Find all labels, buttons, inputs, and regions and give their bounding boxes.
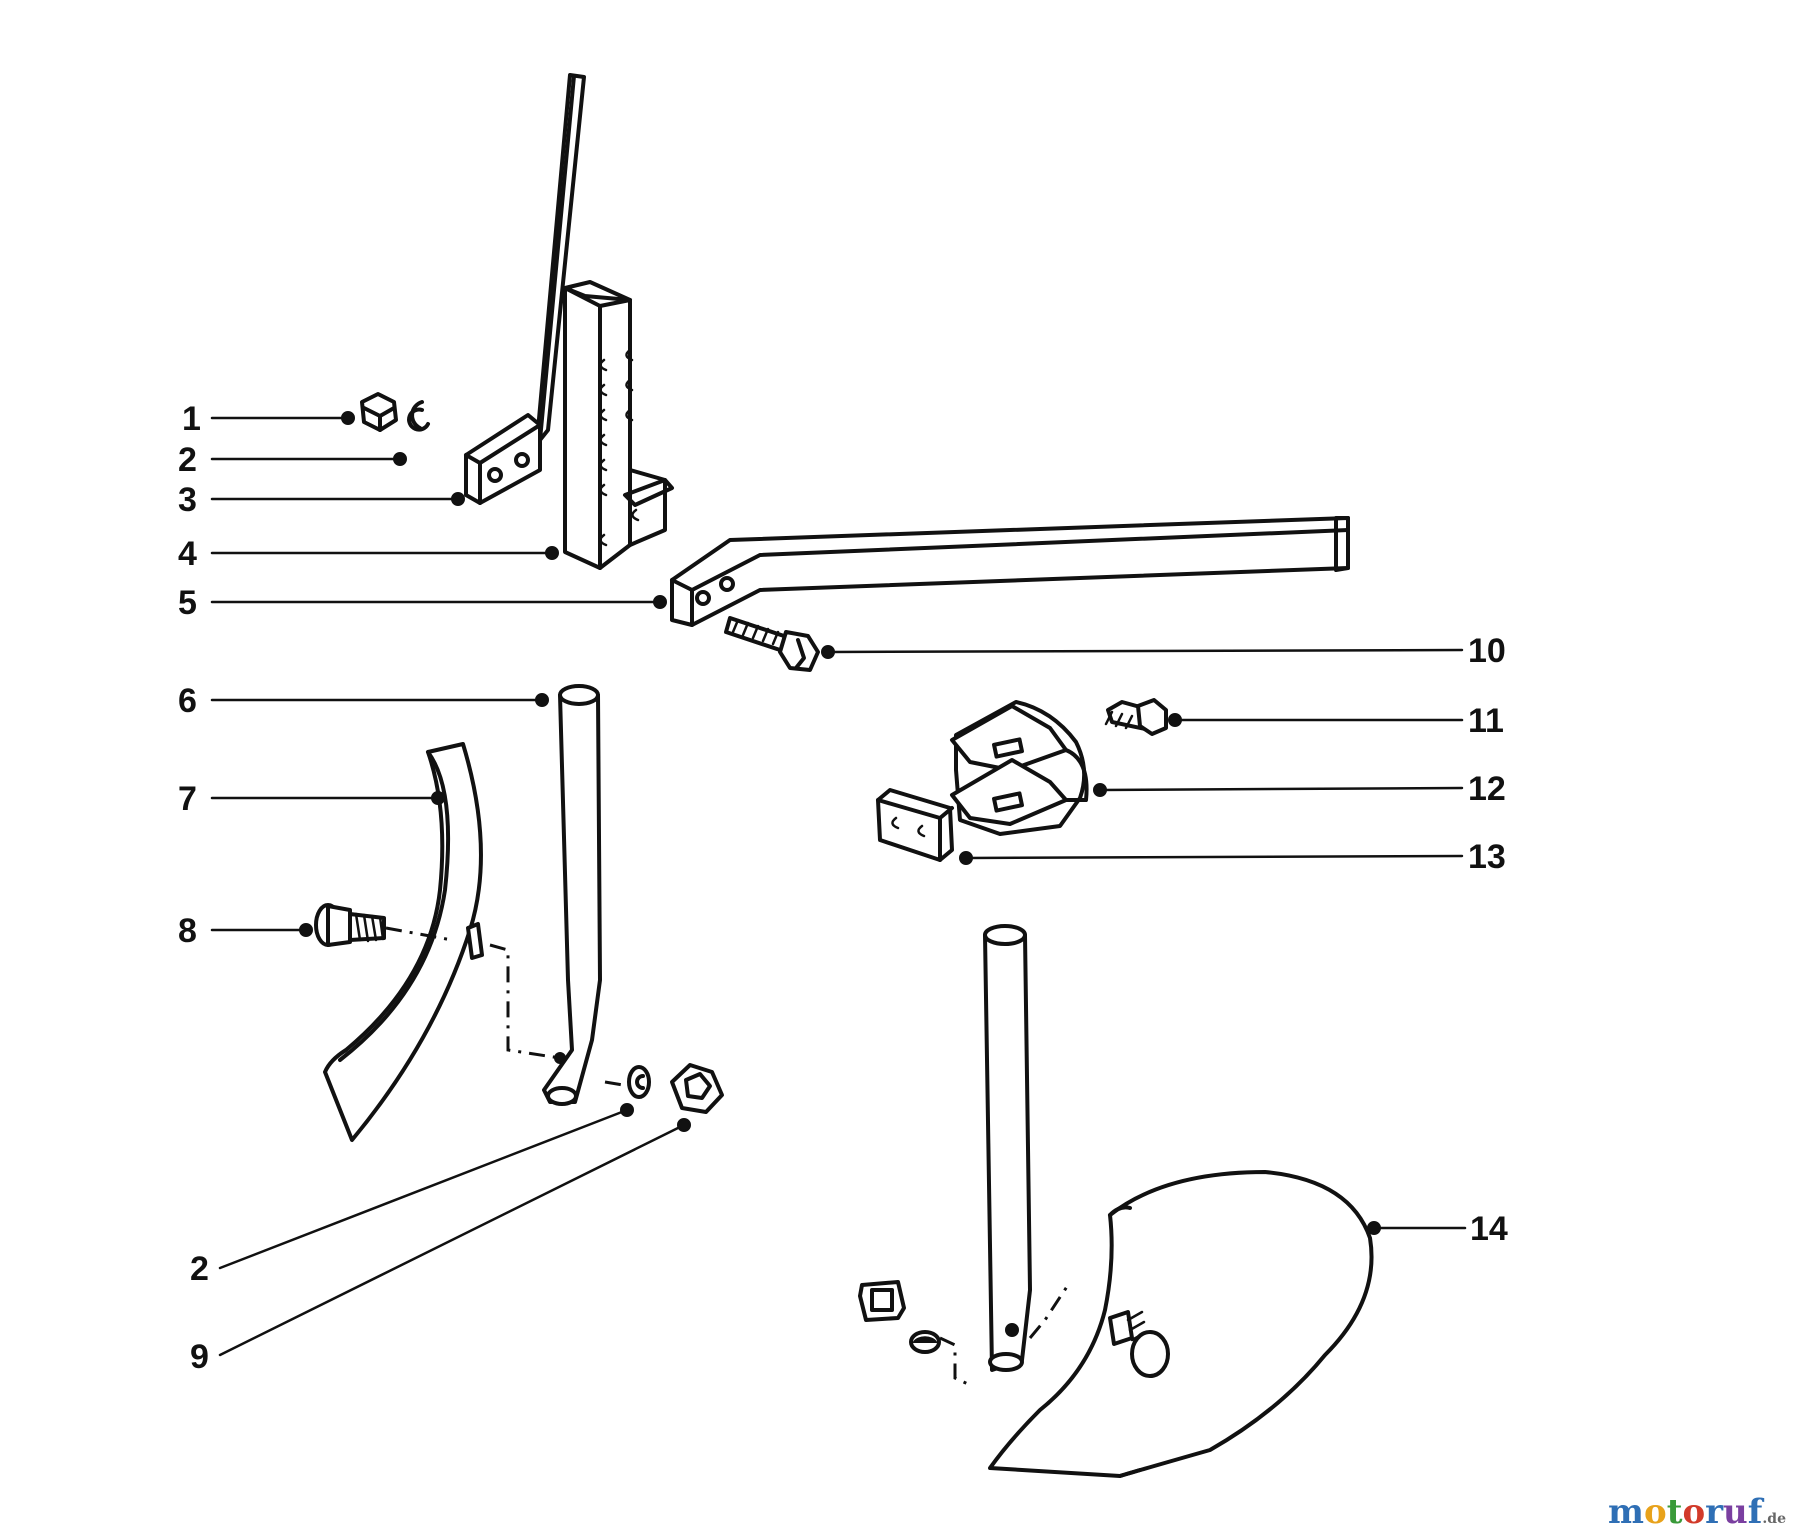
part-12-clamp (950, 700, 1089, 836)
callout-8: 8 (178, 912, 197, 950)
callout-3: 3 (178, 481, 197, 519)
watermark-letter: u (1723, 1492, 1748, 1532)
part-9-nut (670, 1063, 724, 1114)
callout-leaders (210, 411, 1467, 1357)
part-6-shank (542, 684, 602, 1106)
callout-13: 13 (1468, 838, 1506, 876)
watermark-letter: f (1747, 1492, 1763, 1532)
watermark-letter: r (1705, 1492, 1724, 1532)
shovel-clamp-plate (466, 922, 484, 960)
part-7-shovel-blade (323, 742, 483, 1142)
callout-14: 14 (1470, 1210, 1508, 1248)
part-5-beam (670, 516, 1350, 627)
callout-7: 7 (178, 780, 197, 818)
part-2-washer-left (627, 1065, 651, 1099)
plow-square-nut (858, 1280, 906, 1322)
callout-9: 9 (190, 1338, 209, 1376)
callout-4: 4 (178, 535, 197, 573)
part-14-plow-bottom (983, 924, 1374, 1478)
callout-11: 11 (1468, 702, 1504, 740)
callout-6: 6 (178, 682, 197, 720)
plow-lock-washer (909, 1330, 941, 1354)
callout-labels: 1 2 3 4 5 6 7 8 2 9 10 11 12 13 14 (178, 400, 1508, 1376)
assembly-lines-left (385, 926, 624, 1087)
callout-5: 5 (178, 584, 197, 622)
watermark-logo: motoruf.de (1608, 1492, 1786, 1532)
watermark-letter: o (1682, 1492, 1706, 1532)
part-11-bolt (1104, 698, 1168, 736)
part-8-carriage-bolt (314, 903, 386, 947)
callout-2-lower: 2 (190, 1250, 209, 1288)
callout-2: 2 (178, 441, 197, 479)
watermark-letter: t (1666, 1492, 1683, 1532)
watermark-letter: m (1608, 1492, 1645, 1532)
watermark-text: motoruf (1608, 1492, 1762, 1532)
callout-1: 1 (182, 400, 201, 438)
plow-bolt (1108, 1310, 1170, 1378)
part-2-lock-washer (407, 400, 430, 432)
watermark-suffix: .de (1762, 1511, 1786, 1527)
part-10-bolt (724, 616, 820, 672)
callout-12: 12 (1468, 770, 1506, 808)
part-1-nut (360, 392, 398, 432)
callout-10: 10 (1468, 632, 1506, 670)
watermark-letter: o (1644, 1492, 1667, 1532)
assembly-lines-right (939, 1284, 1070, 1387)
part-3-handle-bar (464, 73, 586, 505)
standard-holes (599, 348, 640, 547)
part-4-vertical-standard (563, 280, 674, 570)
part-13-plate (876, 788, 954, 862)
